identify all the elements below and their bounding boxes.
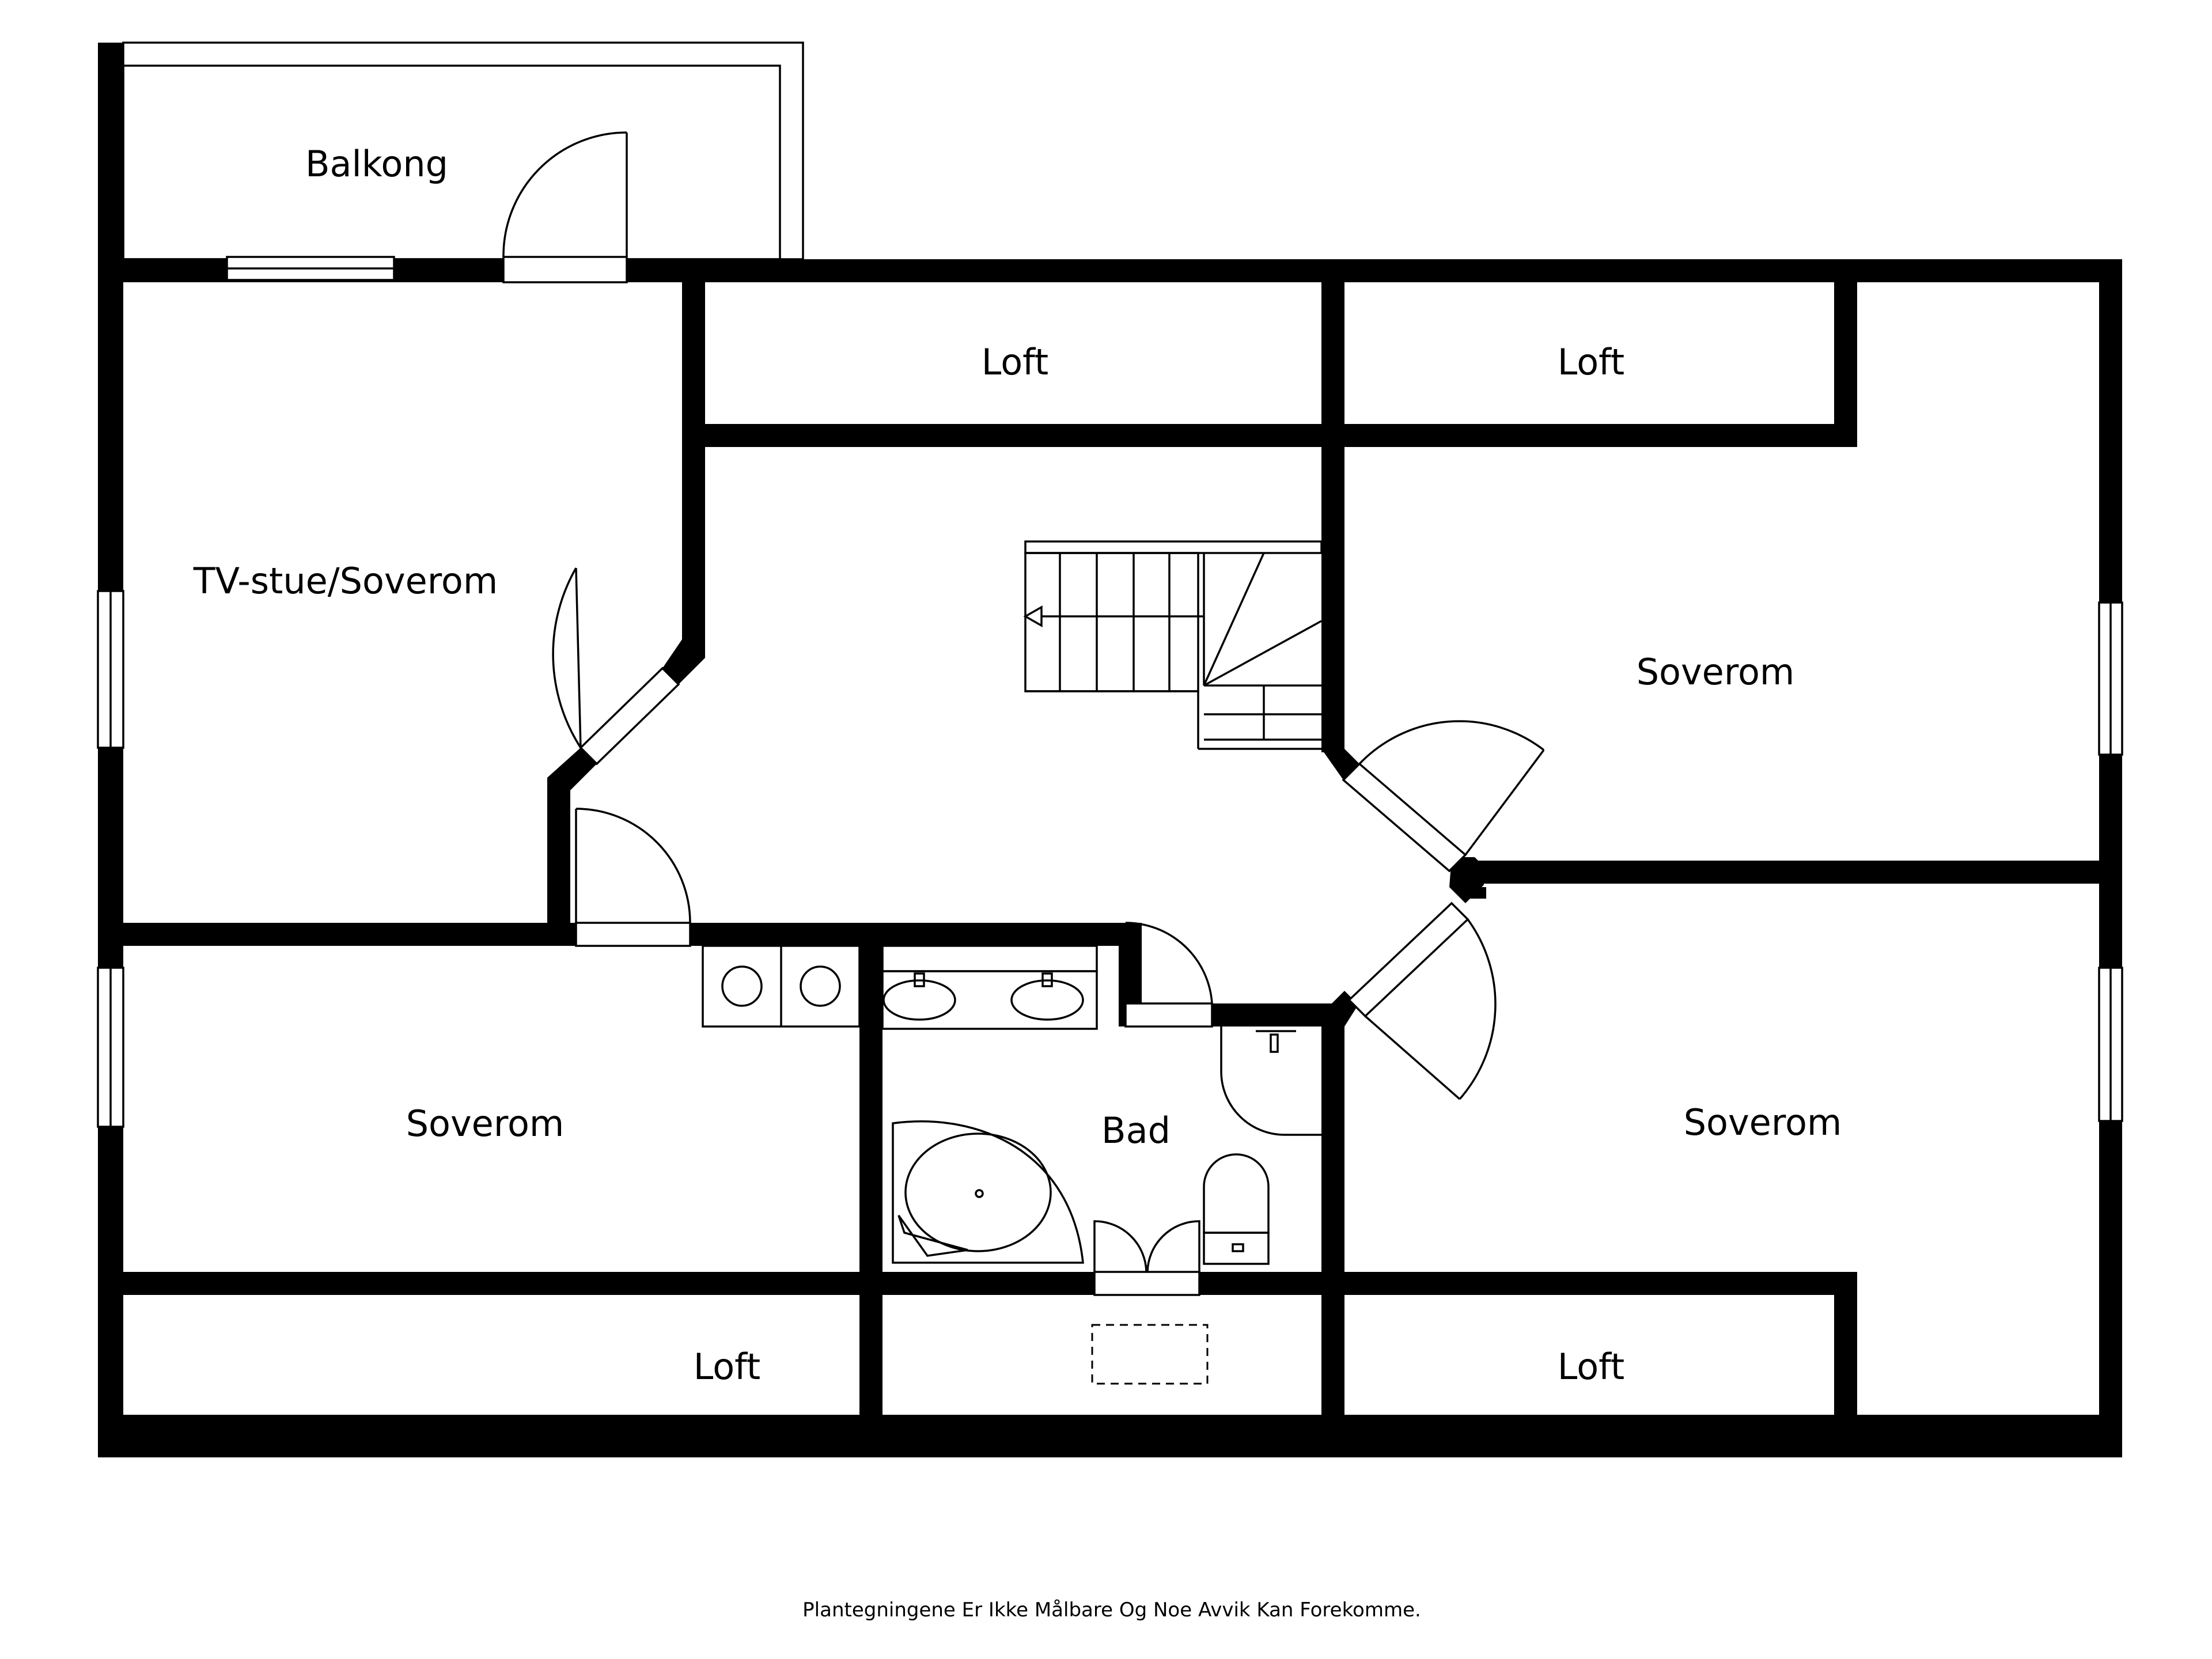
room-label-soverom-left: Soverom	[406, 1103, 565, 1145]
room-label-loft-bottom-left: Loft	[694, 1346, 760, 1388]
room-label-loft-bottom-right: Loft	[1558, 1346, 1624, 1388]
room-label-tv-stue: TV-stue/Soverom	[193, 560, 498, 602]
room-label-soverom-right-lower: Soverom	[1684, 1101, 1842, 1143]
interior-walls	[123, 282, 2099, 1415]
room-label-balkong: Balkong	[305, 143, 448, 185]
room-label-soverom-right-upper: Soverom	[1637, 651, 1795, 693]
doors	[502, 131, 1545, 1296]
room-label-loft-top-right: Loft	[1558, 341, 1624, 383]
room-label-loft-top-left: Loft	[982, 341, 1048, 383]
windows	[97, 256, 2123, 1128]
staircase	[1023, 540, 1323, 750]
skylight	[1091, 1324, 1209, 1385]
bathroom-fixtures	[702, 945, 1321, 1265]
exterior-walls	[98, 43, 2122, 1457]
disclaimer-text: Plantegningene Er Ikke Målbare Og Noe Av…	[802, 1599, 1421, 1622]
balcony-railing	[122, 41, 804, 260]
room-label-bad: Bad	[1101, 1109, 1171, 1152]
